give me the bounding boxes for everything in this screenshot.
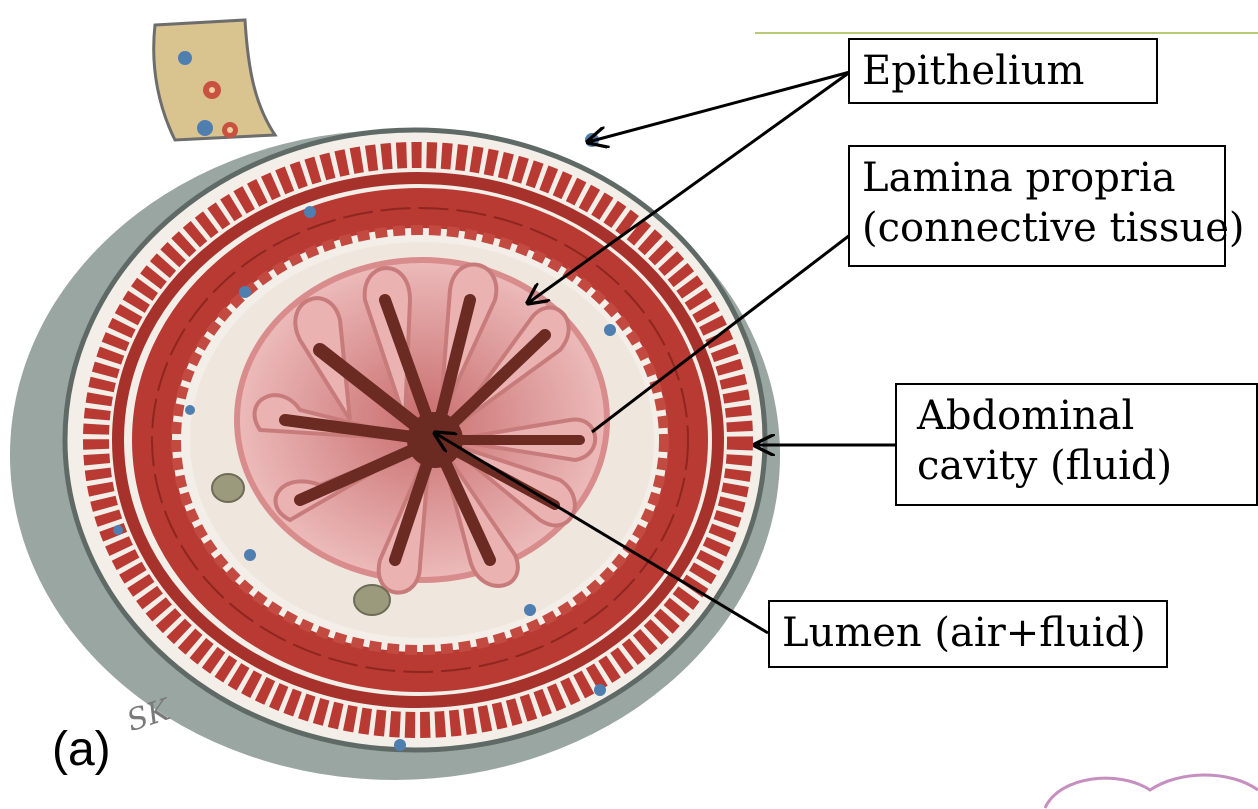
sketch-fragment xyxy=(1045,775,1258,808)
label-epithelium-text: Epithelium xyxy=(862,48,1084,94)
label-abdominal-line1: Abdominal xyxy=(917,393,1134,439)
label-abdominal-line2: cavity (fluid) xyxy=(917,443,1172,489)
label-lamina-propria-line2: (connective tissue) xyxy=(862,205,1245,251)
label-lumen-text: Lumen (air+fluid) xyxy=(782,610,1146,656)
label-epithelium: Epithelium xyxy=(848,38,1158,104)
mesentery xyxy=(154,20,275,140)
label-lamina-propria: Lamina propria (connective tissue) xyxy=(848,145,1226,267)
label-abdominal-cavity: Abdominal cavity (fluid) xyxy=(895,383,1258,506)
label-lamina-propria-line1: Lamina propria xyxy=(862,155,1176,201)
label-lumen: Lumen (air+fluid) xyxy=(768,600,1168,668)
panel-letter: (a) xyxy=(52,722,111,777)
epithelium-arrow-outer xyxy=(588,72,850,142)
